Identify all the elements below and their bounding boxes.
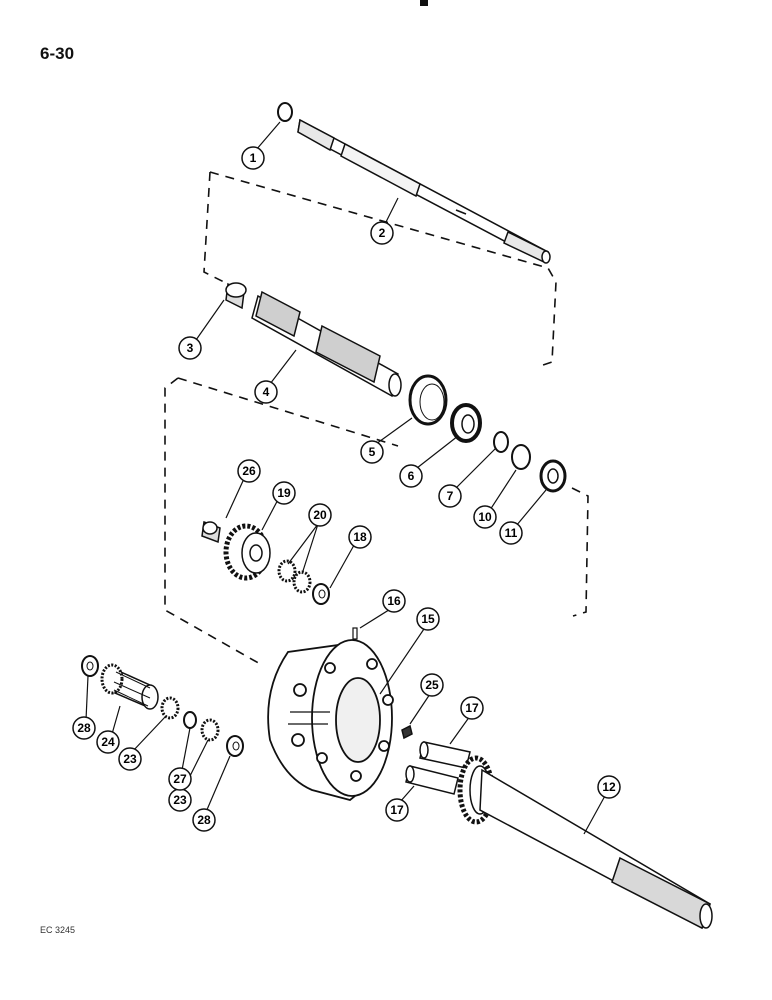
callout-11: 12 xyxy=(597,775,621,799)
pin-16 xyxy=(352,627,358,640)
washer-28b xyxy=(226,735,244,757)
pinion-gear-24 xyxy=(100,663,159,710)
page-top-mark xyxy=(420,0,428,6)
callout-23-upper: 23 xyxy=(118,747,142,771)
callout-28-left: 28 xyxy=(72,716,96,740)
needle-bearing-20b xyxy=(292,570,312,594)
seal-4 xyxy=(408,374,448,426)
set-screw-25 xyxy=(401,724,413,740)
svg-text:7: 7 xyxy=(447,489,454,503)
callout-26: 26 xyxy=(237,459,261,483)
needle-bearing-23b xyxy=(200,718,220,742)
pin-17-upper xyxy=(419,741,471,769)
callout-6: 7 xyxy=(438,484,462,508)
svg-text:15: 15 xyxy=(421,612,435,626)
pin-17-lower xyxy=(405,765,459,795)
svg-text:23: 23 xyxy=(173,793,187,807)
snap-ring-12 xyxy=(277,102,293,122)
bushing-26 xyxy=(201,520,221,544)
lower-dashed-group-outline xyxy=(164,377,589,666)
callout-28-right: 28 xyxy=(192,808,216,832)
svg-text:16: 16 xyxy=(387,594,401,608)
snap-ring-6 xyxy=(493,431,509,453)
svg-text:17: 17 xyxy=(465,701,479,715)
svg-text:1: 1 xyxy=(250,151,257,165)
svg-text:18: 18 xyxy=(353,530,367,544)
svg-text:27: 27 xyxy=(173,772,187,786)
svg-text:10: 10 xyxy=(478,510,492,524)
callout-17-upper: 17 xyxy=(460,696,484,720)
page-number: 6-30 xyxy=(40,44,75,63)
svg-text:6: 6 xyxy=(408,469,415,483)
callout-4: 5 xyxy=(360,440,384,464)
washer-7 xyxy=(511,444,531,470)
svg-text:17: 17 xyxy=(390,803,404,817)
callout-27: 27 xyxy=(168,767,192,791)
bearing-5 xyxy=(450,403,482,443)
svg-text:24: 24 xyxy=(101,735,115,749)
callout-16: 16 xyxy=(382,589,406,613)
input-shaft xyxy=(297,118,551,264)
svg-text:26: 26 xyxy=(242,464,256,478)
svg-text:2: 2 xyxy=(379,226,386,240)
callout-12: 1 xyxy=(241,146,265,170)
callout-2: 4 xyxy=(254,380,278,404)
callout-25: 25 xyxy=(420,673,444,697)
callout-20: 20 xyxy=(308,503,332,527)
washer-28a xyxy=(81,655,99,677)
callout-19: 19 xyxy=(272,481,296,505)
svg-text:20: 20 xyxy=(313,508,327,522)
callout-17-lower: 17 xyxy=(385,798,409,822)
svg-text:3: 3 xyxy=(187,341,194,355)
callout-10: 11 xyxy=(499,521,523,545)
callout-24: 24 xyxy=(96,730,120,754)
thrust-bearing-10 xyxy=(539,459,567,493)
needle-bearing-23a xyxy=(160,696,180,720)
svg-text:4: 4 xyxy=(263,385,270,399)
needle-bearing-20a xyxy=(277,559,297,583)
callout-1: 2 xyxy=(370,221,394,245)
svg-text:19: 19 xyxy=(277,486,291,500)
svg-text:23: 23 xyxy=(123,752,137,766)
hollow-shaft xyxy=(251,290,402,398)
svg-text:28: 28 xyxy=(197,813,211,827)
svg-text:12: 12 xyxy=(602,780,616,794)
bushing-3 xyxy=(225,282,247,310)
output-shaft-11 xyxy=(457,755,713,930)
callout-15: 15 xyxy=(416,607,440,631)
svg-text:5: 5 xyxy=(369,445,376,459)
svg-text:11: 11 xyxy=(505,526,518,540)
callout-5: 6 xyxy=(399,464,423,488)
callout-7: 10 xyxy=(473,505,497,529)
gear-19 xyxy=(223,523,271,581)
callout-23-lower: 23 xyxy=(168,788,192,812)
svg-text:25: 25 xyxy=(425,678,439,692)
callout-3: 3 xyxy=(178,336,202,360)
svg-text:28: 28 xyxy=(77,721,91,735)
washer-18 xyxy=(312,583,330,605)
upper-dashed-group-outline xyxy=(203,171,557,367)
planet-carrier-15 xyxy=(267,639,394,801)
drawing-code: EC 3245 xyxy=(40,925,76,935)
spacer-27 xyxy=(183,711,197,729)
callout-18: 18 xyxy=(348,525,372,549)
